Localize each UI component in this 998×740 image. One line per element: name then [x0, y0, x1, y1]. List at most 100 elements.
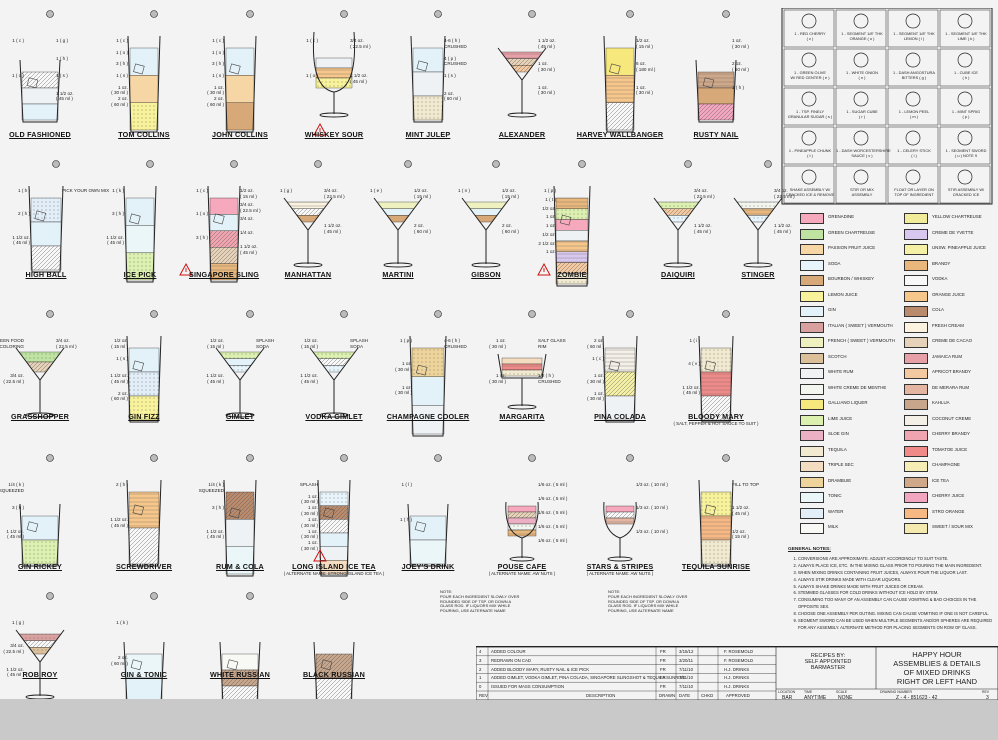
symbol-cell: [887, 48, 939, 87]
legend-key: TONIC: [798, 490, 904, 504]
ingredient-callout: 1 ( i ): [689, 338, 700, 343]
legend-swatch: [800, 259, 824, 271]
legend-key: STRO ORANGE: [902, 506, 998, 520]
project-title: ASSEMBLIES & DETAILS: [893, 659, 981, 668]
ingredient-callout: 1 oz.: [546, 249, 556, 255]
ingredient-callout: 1 1/2 oz. ( 45 ml ): [350, 73, 368, 84]
revision-cell: 0: [479, 684, 482, 690]
pour-note: NOTE: POUR EACH INGREDIENT SLOWLY OVER R…: [608, 589, 688, 614]
liquid-layer: [209, 263, 239, 281]
glass-wall: [219, 641, 261, 699]
drink-assembly: POUSE CAFE( ALTERNATE NAME: AW NUTS )1/6…: [476, 452, 568, 602]
revision-cell: 2: [479, 666, 482, 672]
legend-panel: 1 - RED CHERRY ( c )1 - SEGMENT 1/8" THK…: [778, 8, 994, 672]
symbol-glyph: [801, 130, 817, 146]
general-note: ALWAYS PLACE ICE, ETC. IN THE MIXING GLA…: [798, 563, 998, 570]
cherry-garnish: [230, 160, 238, 168]
liquid-layer: [697, 103, 735, 121]
symbol-glyph: [905, 52, 921, 68]
cocktail-glass: [15, 347, 65, 418]
ingredient-callout: 1 oz.: [546, 223, 556, 228]
ingredient-callout: GREEN FOOD COLORING: [0, 338, 24, 349]
liquid-layer: [30, 221, 62, 247]
ice-cube: [608, 360, 621, 372]
ingredient-callout: 3 ( h ): [12, 505, 24, 511]
recipes-by: SELF APPOINTED: [804, 659, 852, 665]
legend-key: WHITE CREME DE MENTHE: [798, 382, 904, 396]
ingredient-callout: 1 oz. ( 30 ml ): [489, 373, 506, 384]
cherry-garnish: [722, 310, 730, 318]
ice-cube: [414, 521, 427, 533]
drink-assembly: STARS & STRIPES( ALTERNATE NAME: AW NUTS…: [574, 452, 668, 602]
glass-foot: [507, 404, 537, 410]
legend-key-label: SLOE GIN: [828, 431, 849, 436]
symbol-cell: [939, 9, 991, 48]
ingredient-callout: 3/4 oz. ( 22.5 ml ): [774, 188, 795, 199]
cherry-garnish: [722, 454, 730, 462]
general-notes-title: GENERAL NOTES:: [788, 547, 831, 552]
cherry-garnish: [404, 160, 412, 168]
legend-swatch: [904, 244, 928, 255]
legend-frame: [781, 8, 993, 205]
revision-cell: H.J. DRINKS: [724, 675, 750, 681]
glass-wall: [407, 503, 449, 567]
warning-icon: [537, 262, 551, 276]
symbol-label: 1 - SEGMENT 1/8" THK LIME ( k ): [945, 31, 987, 41]
drink-name: RUSTY NAIL: [693, 130, 739, 139]
cherry-garnish: [528, 454, 536, 462]
symbol-glyph: [853, 13, 869, 29]
liquid-layer: [21, 539, 59, 565]
drink-name: GIMLET: [225, 412, 255, 421]
cherry-garnish: [246, 454, 254, 462]
ingredient-callout: 1 ( o ): [306, 73, 318, 78]
legend-swatch: [800, 383, 824, 395]
legend-key: GRENADINE: [798, 211, 904, 225]
drink-name: MARTINI: [382, 270, 414, 279]
ingredient-callout: 1 oz. ( 30 ml ): [587, 390, 604, 402]
symbol-glyph: [957, 130, 973, 146]
ingredient-callout: SPLASH SODA: [256, 338, 275, 349]
title-block-grid: [476, 647, 998, 700]
ingredient-callout: 1/2 oz. ( 15 ml ): [207, 338, 224, 349]
ingredient-callout: 1/6 oz. ( 5 ml ): [538, 524, 568, 529]
symbol-glyph: [957, 52, 973, 68]
ice-cube: [416, 60, 429, 72]
ingredient-callout: 1 oz. ( 30 ml ): [301, 528, 318, 540]
ingredient-callout: 1 ( c ): [196, 188, 208, 193]
legend-swatch: [800, 445, 824, 457]
cocktail-glass: [497, 47, 547, 118]
legend-swatch: [904, 523, 928, 534]
legend-key: TRIPLE SEC: [798, 459, 904, 473]
legend-key: PASSION FRUIT JUICE: [798, 242, 904, 256]
legend-key-label: CREME DE YVETTE: [932, 229, 974, 235]
ingredient-callout: 1/4 oz.: [240, 230, 254, 235]
legend-key: JAMAICA RUM: [902, 351, 998, 365]
glass-wall: [695, 59, 737, 123]
ice-cube: [702, 77, 715, 89]
legend-swatch: [800, 507, 824, 519]
ingredient-callout: 1 1/2 oz. ( 45 ml ): [694, 223, 712, 234]
legend-key-label: PASSION FRUIT JUICE: [828, 245, 876, 250]
ingredient-callout: 1 1/2 oz. ( 45 ml ): [682, 384, 700, 396]
ingredient-callout: 1 ( k ): [116, 620, 128, 625]
legend-swatch: [904, 259, 928, 271]
legend-key-label: UNSW. PINEAPPLE JUICE: [932, 245, 986, 250]
ingredient-callout: 1 ( o ): [212, 49, 224, 55]
ingredient-callout: 1 1/2 oz. ( 45 ml ): [538, 38, 556, 49]
legend-key-label: ITALIAN ( SWEET ) VERMOUTH: [828, 322, 893, 328]
title-block-field: 3: [986, 695, 989, 701]
ice-cube: [704, 504, 717, 516]
ingredient-callout: 3/4 oz. ( 22.5 ml ): [3, 373, 24, 384]
cherry-garnish: [528, 310, 536, 318]
legend-key-label: DRAMBUIE: [828, 477, 852, 483]
ingredient-callout: 1 1/2 oz. ( 45 ml ): [6, 666, 24, 678]
ingredient-callout: 2 1/2 oz.: [538, 240, 556, 246]
ingredient-callout: 1 ( s ): [212, 73, 224, 78]
ingredient-callout: 1/4 ( k ) SQUEEZED: [198, 482, 224, 493]
drink-name: LONG ISLAND ICE TEA: [292, 562, 376, 571]
liquid-layer: [605, 47, 635, 76]
